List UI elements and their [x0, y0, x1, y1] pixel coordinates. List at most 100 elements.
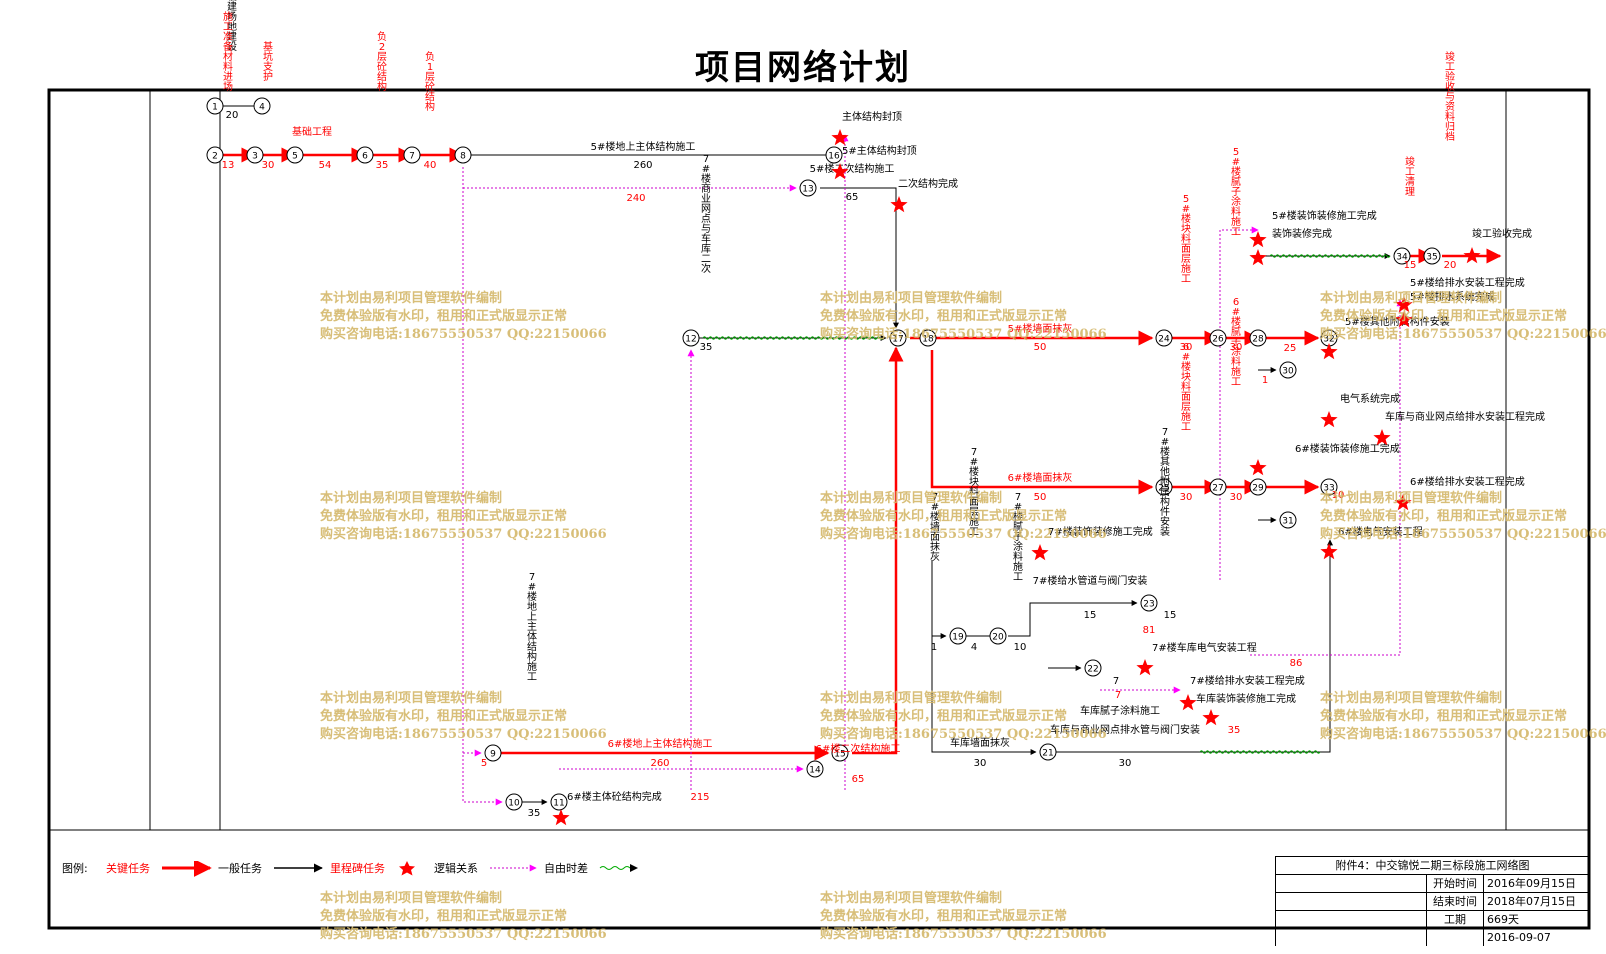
task-label: 竣: [1445, 50, 1455, 63]
task-label: 涂: [1231, 195, 1241, 208]
task-label: 基础工程: [292, 125, 332, 138]
node-9: 9: [484, 744, 502, 762]
task-label: 1: [427, 62, 433, 73]
task-label: 车库腻子涂料施工: [1080, 704, 1160, 717]
task-duration: 54: [319, 160, 332, 171]
svg-text:9: 9: [490, 750, 496, 760]
info-start-label: 开始时间: [1426, 875, 1483, 892]
task-label: 7: [529, 572, 535, 583]
svg-text:15: 15: [834, 750, 845, 760]
task-label: 楼: [527, 590, 537, 603]
task-duration: 30: [974, 758, 987, 769]
edge-normal: [931, 636, 1037, 755]
milestone-label: 5#楼排水系统完成: [1410, 290, 1495, 303]
task-label: 结: [425, 90, 435, 103]
task-label: #: [1161, 437, 1169, 448]
svg-text:19: 19: [952, 633, 964, 643]
task-label: 二: [701, 254, 711, 265]
edge-logic: [1250, 299, 1404, 656]
task-label: 施: [527, 660, 537, 673]
node-24: 24: [1155, 329, 1173, 347]
milestone-star-icon: [1136, 659, 1154, 676]
task-label: 点: [701, 213, 711, 225]
milestone-star-icon: [1395, 296, 1413, 313]
svg-text:14: 14: [809, 766, 821, 776]
task-label: 楼: [1160, 445, 1170, 458]
task-label: 工: [1181, 422, 1191, 433]
svg-text:1: 1: [212, 103, 218, 113]
task-label: 料: [223, 60, 233, 73]
task-label: 其: [1160, 456, 1170, 468]
task-label: 楼: [969, 465, 979, 478]
milestone-label: 二次结构完成: [898, 177, 958, 190]
info-start: 2016年09月15日: [1483, 875, 1589, 892]
svg-text:28: 28: [1252, 335, 1264, 345]
task-label: 与: [701, 223, 711, 235]
info-end-label: 结束时间: [1426, 893, 1483, 910]
node-10: 10: [505, 793, 523, 811]
milestone-star-icon: [1320, 411, 1338, 428]
task-label: 施: [1231, 215, 1241, 228]
task-label: 楼: [1181, 212, 1191, 225]
info-caption: 附件4：中交锦悦二期三标段施工网络图: [1335, 859, 1530, 872]
node-20: 20: [989, 627, 1007, 645]
task-duration: 1: [931, 642, 937, 653]
milestone-star-icon: [1031, 544, 1049, 561]
svg-text:20: 20: [992, 633, 1004, 643]
milestone-star-icon: [1179, 694, 1197, 711]
node-23: 23: [1140, 594, 1158, 612]
task-label: 7: [703, 154, 709, 165]
task-label: 7: [1015, 492, 1021, 503]
task-label: 构: [377, 80, 387, 93]
node-14: 14: [806, 760, 824, 778]
task-label: 块: [1181, 371, 1191, 383]
milestone-star-icon: [1395, 311, 1413, 328]
node-22: 22: [1084, 659, 1102, 677]
node-11: 11: [550, 793, 568, 811]
task-duration: 15: [1164, 610, 1177, 621]
task-label: 子: [1013, 531, 1023, 543]
svg-text:22: 22: [1087, 665, 1098, 675]
edge-critical: [930, 350, 1154, 495]
task-label: 工: [1013, 572, 1023, 583]
task-label: 设: [227, 41, 237, 53]
info-end: 2018年07月15日: [1483, 893, 1589, 910]
task-duration: 30: [1230, 342, 1243, 353]
task-duration: 15: [1084, 610, 1097, 621]
milestone-star-icon: [1320, 343, 1338, 360]
task-label: 地: [527, 600, 537, 613]
edge-critical: [852, 346, 904, 755]
milestone-label: 6#楼装饰装修施工完成: [1295, 442, 1400, 455]
task-label: 层: [969, 506, 979, 518]
node-12: 12: [682, 329, 700, 347]
svg-text:25: 25: [1158, 484, 1169, 494]
svg-text:23: 23: [1143, 600, 1154, 610]
task-label: 施: [1231, 365, 1241, 378]
task-label: 6#楼墙面抹灰: [1008, 471, 1073, 484]
task-label: #: [1014, 502, 1022, 513]
edge-normal: [1008, 600, 1138, 637]
task-label: #: [1232, 157, 1240, 168]
node-2: 2: [206, 146, 224, 164]
task-label: 业: [701, 193, 711, 205]
task-label: 6: [1233, 297, 1239, 308]
milestone-star-icon: [890, 196, 908, 213]
task-label: #: [931, 502, 939, 513]
task-label: 楼: [930, 510, 940, 523]
task-label: 与: [1445, 91, 1455, 103]
task-label: 档: [1445, 130, 1455, 143]
task-label: 理: [1405, 186, 1415, 198]
milestone-label: 7#楼车库电气安装工程: [1152, 641, 1257, 654]
node-35: 35: [1423, 247, 1441, 265]
watermark: 本计划由易利项目管理软件编制免费体验版有水印，租用和正式版显示正常购买咨询电话:…: [820, 691, 1107, 742]
node-30: 30: [1279, 361, 1297, 379]
svg-text:35: 35: [1426, 253, 1437, 263]
task-label: 收: [1445, 80, 1455, 93]
task-label: 构: [425, 100, 435, 113]
watermark: 本计划由易利项目管理软件编制免费体验版有水印，租用和正式版显示正常购买咨询电话:…: [1320, 291, 1606, 342]
task-duration: 30: [1230, 492, 1243, 503]
task-label: 5#楼地上主体结构施工: [591, 140, 696, 153]
watermark: 本计划由易利项目管理软件编制免费体验版有水印，租用和正式版显示正常购买咨询电话:…: [320, 691, 607, 742]
task-label: 临: [227, 0, 237, 3]
